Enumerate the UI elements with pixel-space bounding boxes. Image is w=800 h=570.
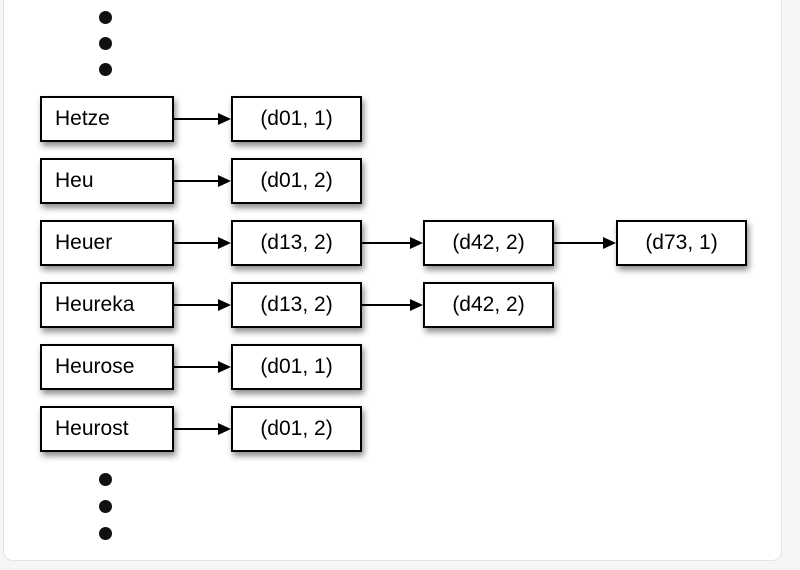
arrow-head-icon	[410, 299, 423, 311]
arrow	[554, 237, 616, 249]
arrow-head-icon	[218, 423, 231, 435]
term-label: Heureka	[55, 293, 135, 316]
arrow	[174, 237, 231, 249]
posting-label: (d42, 2)	[452, 293, 525, 316]
arrow-head-icon	[218, 361, 231, 373]
arrow	[174, 299, 231, 311]
ellipsis-dot-bottom-0	[98, 472, 112, 486]
posting-label: (d01, 1)	[260, 107, 333, 130]
arrow-head-icon	[218, 299, 231, 311]
term-label: Heurose	[55, 355, 135, 378]
ellipsis-dot-bottom-2	[98, 526, 112, 540]
arrow-head-icon	[218, 175, 231, 187]
ellipsis-dot-top-1	[98, 36, 112, 50]
arrow	[362, 237, 423, 249]
term-box: Heureka	[40, 282, 174, 328]
diagram-panel	[3, 0, 782, 561]
posting-box: (d73, 1)	[616, 220, 747, 266]
arrow-line	[174, 428, 220, 430]
term-box: Heuer	[40, 220, 174, 266]
posting-label: (d01, 2)	[260, 417, 333, 440]
ellipsis-dot-bottom-1	[98, 499, 112, 513]
posting-label: (d01, 1)	[260, 355, 333, 378]
term-label: Hetze	[55, 107, 110, 130]
arrow	[174, 361, 231, 373]
arrow-line	[174, 366, 220, 368]
term-box: Heurose	[40, 344, 174, 390]
posting-box: (d01, 1)	[231, 344, 362, 390]
term-label: Heuer	[55, 231, 113, 254]
arrow	[174, 423, 231, 435]
posting-box: (d01, 2)	[231, 406, 362, 452]
posting-label: (d42, 2)	[452, 231, 525, 254]
posting-box: (d13, 2)	[231, 220, 362, 266]
arrow	[174, 113, 231, 125]
arrow-line	[362, 242, 412, 244]
posting-label: (d73, 1)	[645, 231, 718, 254]
ellipsis-dot-top-2	[98, 62, 112, 76]
term-box: Heurost	[40, 406, 174, 452]
posting-box: (d13, 2)	[231, 282, 362, 328]
arrow-line	[174, 118, 220, 120]
arrow	[174, 175, 231, 187]
arrow-head-icon	[218, 237, 231, 249]
posting-box: (d42, 2)	[423, 282, 554, 328]
arrow-line	[174, 242, 220, 244]
term-label: Heurost	[55, 417, 129, 440]
posting-box: (d42, 2)	[423, 220, 554, 266]
term-label: Heu	[55, 169, 94, 192]
arrow-line	[554, 242, 605, 244]
arrow-line	[362, 304, 412, 306]
arrow-head-icon	[410, 237, 423, 249]
arrow-head-icon	[603, 237, 616, 249]
arrow-head-icon	[218, 113, 231, 125]
arrow	[362, 299, 423, 311]
term-box: Heu	[40, 158, 174, 204]
posting-box: (d01, 2)	[231, 158, 362, 204]
ellipsis-dot-top-0	[98, 10, 112, 24]
posting-label: (d01, 2)	[260, 169, 333, 192]
term-box: Hetze	[40, 96, 174, 142]
posting-label: (d13, 2)	[260, 231, 333, 254]
posting-box: (d01, 1)	[231, 96, 362, 142]
arrow-line	[174, 304, 220, 306]
arrow-line	[174, 180, 220, 182]
posting-label: (d13, 2)	[260, 293, 333, 316]
